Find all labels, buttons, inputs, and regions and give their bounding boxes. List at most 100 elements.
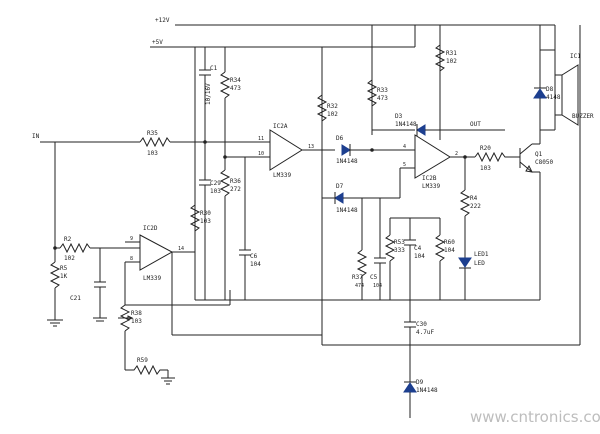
buzzer-ic1 — [554, 64, 579, 126]
c6-label: C6 — [250, 253, 258, 260]
ic2b-part: LM339 — [422, 183, 440, 190]
c5-value: 104 — [373, 283, 382, 289]
r33-value: 473 — [377, 95, 388, 102]
r36-value: 272 — [230, 186, 241, 193]
comparator-ic2d — [125, 234, 195, 271]
r2-value: 102 — [64, 255, 75, 262]
input-label: IN — [32, 133, 40, 140]
d3-label: D3 — [395, 113, 403, 120]
diode-d8 — [533, 50, 547, 130]
r38-value: 103 — [131, 318, 142, 325]
ic2a-part: LM339 — [273, 172, 291, 179]
rail-12v-label: +12V — [155, 17, 170, 24]
r5-value: 1K — [60, 273, 68, 280]
transistor-q1 — [519, 130, 541, 300]
c1-value: 10/16V — [205, 83, 212, 105]
r31-label: R31 — [446, 50, 457, 57]
resistor-r59 — [125, 364, 168, 376]
pin-5: 5 — [403, 162, 406, 168]
diode-d7 — [322, 192, 362, 204]
q1-value: C8050 — [535, 159, 553, 166]
diode-d3 — [372, 124, 505, 136]
c21-label: C21 — [70, 295, 81, 302]
d9-label: D9 — [416, 379, 424, 386]
resistor-r53 — [384, 234, 396, 262]
r2-label: R2 — [64, 236, 72, 243]
c6-value: 104 — [250, 261, 261, 268]
resistor-r35 — [139, 136, 171, 148]
r37-label: R37 — [352, 274, 363, 281]
pin-8: 8 — [130, 256, 133, 262]
resistor-r2 — [59, 242, 91, 254]
resistor-r60 — [434, 234, 446, 262]
c5-label: C5 — [370, 274, 378, 281]
comparator-ic2a — [205, 129, 335, 171]
r38-label: R38 — [131, 310, 142, 317]
ground-symbol-left — [47, 319, 63, 327]
c29-label: C29 — [210, 180, 221, 187]
d7-label: D7 — [336, 183, 344, 190]
r20-value: 103 — [480, 165, 491, 172]
r34-label: R34 — [230, 77, 241, 84]
r5-label: R5 — [60, 265, 68, 272]
r31-value: 102 — [446, 58, 457, 65]
capacitor-c29 — [199, 142, 211, 300]
resistor-r20 — [474, 151, 520, 163]
d6-label: D6 — [336, 135, 344, 142]
resistor-r31 — [434, 44, 446, 72]
r35-label: R35 — [147, 130, 158, 137]
d8-value: 4148 — [546, 94, 561, 101]
r60-label: R60 — [444, 239, 455, 246]
pin-13: 13 — [308, 144, 314, 150]
led-label: LED1 — [474, 251, 489, 258]
r53-label: R53 — [394, 239, 405, 246]
ic1-label: IC1 — [570, 53, 581, 60]
resistor-r32 — [316, 94, 328, 122]
pin-2: 2 — [455, 151, 458, 157]
ground-symbol-bottom — [161, 370, 175, 385]
pin-4: 4 — [403, 144, 406, 150]
c30-label: C30 — [416, 321, 427, 328]
r59-label: R59 — [137, 357, 148, 364]
d7-value: 1N4148 — [336, 207, 358, 214]
led-value: LED — [474, 260, 485, 267]
r30-value: 103 — [200, 218, 211, 225]
r60-value: 104 — [444, 247, 455, 254]
r4-label: R4 — [470, 195, 478, 202]
rail-5v-label: +5V — [152, 39, 163, 46]
ic2a-label: IC2A — [273, 123, 288, 130]
diode-d6 — [341, 144, 400, 156]
resistor-r34 — [219, 71, 231, 99]
resistor-r37 — [356, 249, 368, 277]
r53-value: 333 — [394, 247, 405, 254]
r37-value: 474 — [355, 283, 364, 289]
r32-value: 102 — [327, 111, 338, 118]
r35-value: 103 — [147, 150, 158, 157]
c4-label: C4 — [414, 245, 422, 252]
c4-value: 104 — [414, 253, 425, 260]
pin-14: 14 — [178, 246, 184, 252]
d3-value: 1N4148 — [395, 121, 417, 128]
watermark: www.cntronics.com — [470, 408, 600, 426]
r36-label: R36 — [230, 178, 241, 185]
d9-value: 1N4148 — [416, 387, 438, 394]
c29-value: 103 — [210, 188, 221, 195]
ic2d-part: LM339 — [143, 275, 161, 282]
resistor-r5 — [49, 261, 61, 289]
out-label: OUT — [470, 121, 481, 128]
r30-label: R30 — [200, 210, 211, 217]
pin-11: 11 — [258, 136, 264, 142]
diode-d9 — [403, 381, 417, 418]
r34-value: 473 — [230, 85, 241, 92]
buzzer-label: BUZZER — [572, 113, 594, 120]
capacitor-c30 — [404, 300, 416, 382]
q1-label: Q1 — [535, 151, 543, 158]
capacitor-c21 — [93, 248, 107, 322]
r20-label: R20 — [480, 145, 491, 152]
input-wiring — [40, 141, 205, 320]
c30-value: 4.7uF — [416, 329, 434, 336]
resistor-r36 — [219, 169, 231, 197]
ic2b-label: IC2B — [422, 175, 437, 182]
pin-9: 9 — [130, 236, 133, 242]
